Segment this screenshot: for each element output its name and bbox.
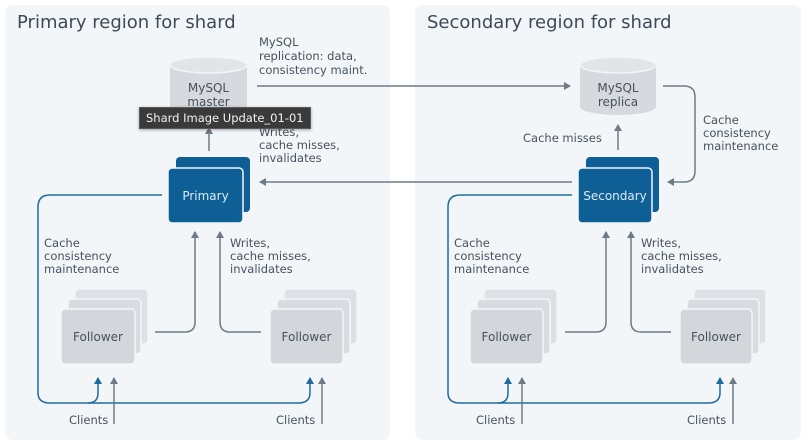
- primary-follower-writes-label-2: cache misses,: [230, 249, 311, 263]
- replication-label-1: MySQL: [259, 35, 299, 49]
- primary-follower-right-label: Follower: [282, 330, 332, 344]
- primary-cache-consistency-label-2: consistency: [44, 249, 112, 263]
- secondary-cache-consistency-line-right: [498, 377, 724, 404]
- secondary-follower-right-arrow: [627, 231, 671, 333]
- secondary-follower-writes-label-2: cache misses,: [641, 249, 722, 263]
- primary-writes-label-3: invalidates: [259, 151, 322, 165]
- image-tooltip: Shard Image Update_01-01: [139, 107, 311, 129]
- replication-label-3: consistency maint.: [259, 63, 367, 77]
- primary-cache-consistency-line-right: [88, 377, 314, 404]
- secondary-follower-writes-label-1: Writes,: [641, 236, 681, 250]
- primary-region-title: Primary region for shard: [17, 12, 236, 33]
- secondary-follower-left-label: Follower: [482, 330, 532, 344]
- primary-writes-label-2: cache misses,: [259, 138, 340, 152]
- primary-follower-right: Follower: [269, 288, 358, 365]
- mysql-master-label-1: MySQL: [188, 81, 230, 95]
- secondary-cache-consistency-label-3: maintenance: [454, 262, 529, 276]
- primary-leader-label: Primary: [182, 189, 228, 203]
- mysql-replica-label-1: MySQL: [597, 81, 639, 95]
- replica-to-secondary-arrow: [663, 85, 696, 186]
- primary-follower-writes-label-3: invalidates: [230, 262, 293, 276]
- cache-misses-label: Cache misses: [523, 131, 602, 145]
- mysql-replica-db: MySQL replica: [579, 56, 657, 115]
- primary-follower-left: Follower: [60, 288, 149, 365]
- mysql-master-label-2: master: [187, 95, 229, 109]
- primary-cache-consistency-label-3: maintenance: [44, 262, 119, 276]
- secondary-follower-left: Follower: [469, 288, 558, 365]
- secondary-follower-writes-label-3: invalidates: [641, 262, 704, 276]
- secondary-follower-right: Follower: [679, 288, 767, 365]
- primary-follower-right-arrow: [216, 231, 261, 333]
- replica-consistency-label-3: maintenance: [703, 139, 778, 153]
- secondary-leader-label: Secondary: [583, 189, 647, 203]
- primary-follower-left-arrow: [155, 231, 199, 333]
- primary-cache-consistency-label-1: Cache: [44, 236, 80, 250]
- secondary-follower-left-arrow: [565, 231, 610, 333]
- mysql-replica-label-2: replica: [598, 95, 638, 109]
- primary-follower-writes-label-1: Writes,: [230, 236, 270, 250]
- primary-leader-node: Primary: [167, 157, 250, 224]
- mysql-master-db: MySQL master: [169, 56, 248, 115]
- replica-consistency-label-1: Cache: [703, 113, 739, 127]
- secondary-cache-consistency-label-1: Cache: [454, 236, 490, 250]
- primary-clients-right-label: Clients: [276, 413, 315, 427]
- secondary-clients-left-label: Clients: [476, 413, 515, 427]
- secondary-cache-consistency-label-2: consistency: [454, 249, 522, 263]
- secondary-leader-node: Secondary: [577, 157, 659, 224]
- primary-follower-left-label: Follower: [73, 330, 123, 344]
- secondary-cache-consistency-line: [447, 194, 572, 404]
- replica-consistency-label-2: consistency: [703, 126, 771, 140]
- primary-clients-left-label: Clients: [69, 413, 108, 427]
- secondary-region-title: Secondary region for shard: [427, 12, 672, 33]
- secondary-follower-right-label: Follower: [691, 330, 741, 344]
- primary-cache-consistency-line: [37, 194, 162, 404]
- secondary-clients-right-label: Clients: [687, 413, 726, 427]
- replication-label-2: replication: data,: [259, 49, 357, 63]
